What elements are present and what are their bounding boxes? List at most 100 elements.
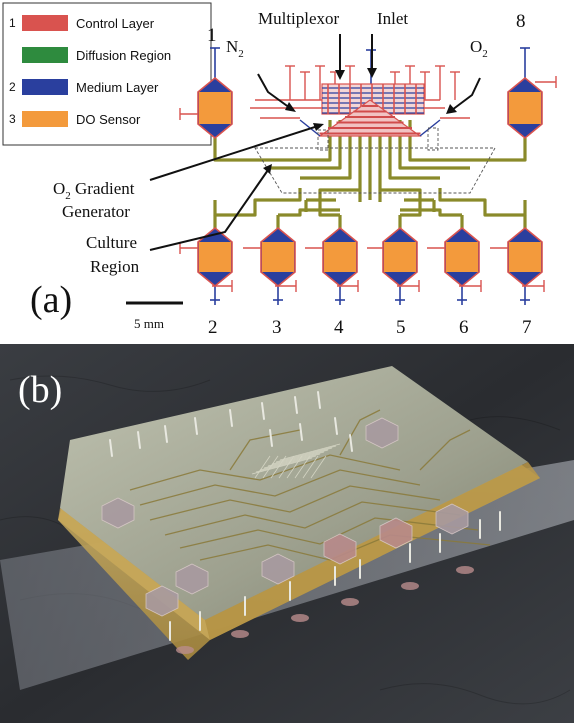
chip-tubing-pins — [109, 391, 501, 641]
grid-line — [302, 455, 319, 479]
reservoir — [341, 598, 359, 606]
channel-path — [318, 200, 340, 217]
reservoir — [456, 566, 474, 574]
chip-trace — [149, 485, 441, 521]
chip-chamber — [175, 563, 209, 595]
do-sensor — [384, 242, 416, 272]
chip-chamber — [323, 533, 357, 565]
channel-path — [213, 120, 332, 162]
legend-swatch — [22, 47, 68, 63]
grid-line — [255, 455, 317, 473]
grid-line — [254, 455, 271, 479]
chip-trace — [179, 517, 479, 549]
legend-label: Medium Layer — [76, 80, 159, 95]
do-sensor — [509, 242, 541, 272]
grid-line — [263, 451, 325, 469]
channel-path — [213, 188, 302, 217]
chip-chamber — [261, 553, 295, 585]
pin — [137, 431, 141, 449]
culture-chamber — [382, 226, 418, 288]
culture-region-label-2: Region — [90, 257, 140, 276]
culture-chamber — [322, 226, 358, 288]
annotation-arrows — [149, 34, 481, 251]
do-sensor — [199, 242, 231, 272]
chip-trace — [199, 534, 491, 561]
chamber-number-3: 3 — [272, 317, 282, 338]
chip-trace — [164, 501, 461, 536]
legend-swatch — [22, 111, 68, 127]
chip-channel-traces — [129, 409, 491, 561]
reservoir — [401, 582, 419, 590]
chamber-number-2: 2 — [208, 317, 218, 338]
grid-line — [275, 445, 337, 463]
o2-gradient-generator-label: O2 Gradient — [53, 179, 135, 202]
grid-line — [294, 455, 311, 479]
channel-path — [378, 120, 422, 200]
chip-multiplexor-grid — [251, 443, 341, 479]
do-sensor — [509, 92, 541, 124]
legend-label: Control Layer — [76, 16, 155, 31]
pin — [109, 439, 113, 457]
arrow-heads — [263, 68, 457, 174]
chamber-number-4: 4 — [334, 317, 344, 338]
legend-swatch — [22, 79, 68, 95]
pin — [194, 417, 198, 435]
chip-trace — [129, 454, 401, 491]
culture-chamber — [444, 226, 480, 288]
inlet-label: Inlet — [377, 9, 408, 28]
control-layer-lines — [179, 65, 557, 292]
legend-number: 3 — [9, 112, 16, 126]
pin — [261, 402, 265, 420]
chip-chamber — [435, 503, 469, 535]
pin — [269, 429, 273, 447]
pin — [164, 425, 168, 443]
chip-chamber — [379, 517, 413, 549]
o2-label: O2 — [470, 37, 488, 60]
legend-number: 1 — [9, 16, 16, 30]
grid-line — [271, 447, 333, 465]
reservoir — [176, 646, 194, 654]
pin — [317, 391, 321, 409]
panel-b-photo: (b) — [0, 344, 574, 723]
channel-path — [358, 190, 382, 202]
chip-chamber — [365, 417, 399, 449]
grid-line — [267, 449, 329, 467]
culture-chamber — [507, 76, 543, 140]
panel-b-tag: (b) — [18, 369, 62, 411]
chip-trace — [229, 429, 301, 471]
legend-label: Diffusion Region — [76, 48, 171, 63]
chip-features — [101, 391, 501, 654]
reservoir — [231, 630, 249, 638]
n2-label: N2 — [226, 37, 244, 60]
channel-path — [400, 200, 422, 217]
chamber-number-5: 5 — [396, 317, 406, 338]
chamber-number-6: 6 — [459, 317, 469, 338]
chip-trace — [339, 409, 381, 456]
culture-region-label: Culture — [86, 233, 137, 252]
legend-label: DO Sensor — [76, 112, 141, 127]
scale-label: 5 mm — [134, 316, 164, 331]
pin — [334, 417, 338, 435]
pin — [294, 396, 298, 414]
culture-chamber — [197, 226, 233, 288]
culture-chamber — [260, 226, 296, 288]
legend-swatch — [22, 15, 68, 31]
chip-trace — [419, 429, 471, 471]
chip-trace — [139, 469, 421, 506]
chip-chamber — [101, 497, 135, 529]
pin — [299, 423, 303, 441]
channel-path — [318, 120, 362, 200]
grid-line — [310, 455, 327, 479]
diffusion-outline — [254, 127, 496, 194]
do-sensor — [324, 242, 356, 272]
grid-line — [251, 457, 313, 475]
reservoir — [291, 614, 309, 622]
channel-path — [388, 120, 440, 180]
pin — [229, 409, 233, 427]
chamber-number-8: 8 — [516, 11, 526, 32]
chip-chamber — [145, 585, 179, 617]
culture-chamber — [507, 226, 543, 288]
